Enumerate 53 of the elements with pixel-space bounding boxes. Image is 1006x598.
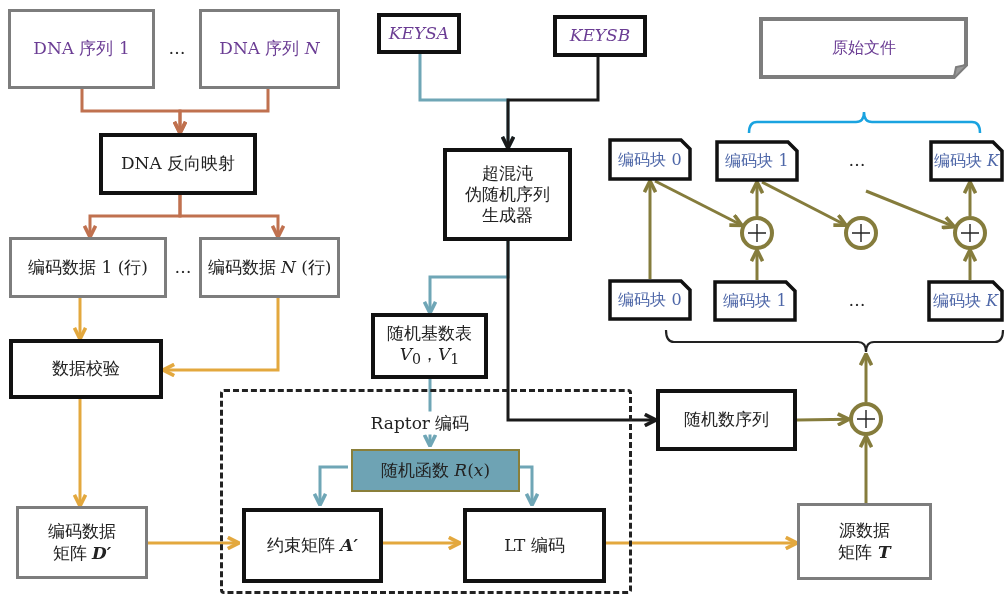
- plus-circle: [740, 216, 774, 250]
- process-box: 编码数据 1 (行): [9, 237, 167, 298]
- process-box: 随机基数表 V$_{0}$，V$_{1}$: [371, 313, 488, 379]
- document-box: 原始文件: [759, 17, 968, 79]
- process-box: LT 编码: [463, 508, 606, 583]
- document-box: 编码块 1: [715, 140, 799, 182]
- arrow: [148, 535, 241, 551]
- function-box: 随机函数 R(x): [351, 449, 520, 492]
- arrow: [172, 89, 270, 135]
- plus-circle: [849, 402, 883, 436]
- arrow: [642, 179, 658, 279]
- process-box: 编码数据矩阵 D′: [16, 506, 148, 579]
- arrow: [500, 57, 600, 150]
- arrow: [858, 434, 874, 503]
- process-box: 随机数序列: [656, 389, 797, 451]
- process-box: 数据校验: [9, 339, 163, 399]
- process-box: 编码数据 N (行): [199, 237, 340, 298]
- arrow: [749, 248, 765, 280]
- process-box: 超混沌伪随机序列生成器: [443, 148, 572, 241]
- ellipsis: …: [848, 150, 866, 170]
- arrow: [962, 248, 978, 280]
- arrow: [865, 189, 957, 230]
- arrow: [603, 535, 799, 551]
- document-box: 编码块 0: [608, 279, 692, 321]
- plus-circle: [844, 216, 878, 250]
- process-box: 约束矩阵 A′: [242, 508, 383, 583]
- ellipsis: …: [848, 290, 866, 310]
- ellipsis: …: [174, 257, 192, 277]
- arrow: [506, 241, 658, 428]
- arrow: [72, 298, 88, 341]
- arrow: [312, 465, 348, 507]
- process-box: DNA 反向映射: [99, 133, 257, 195]
- arrow: [962, 180, 978, 216]
- process-box: 源数据矩阵 T: [797, 503, 932, 580]
- ellipsis: …: [168, 38, 186, 58]
- arrow: [380, 535, 462, 551]
- process-box: DNA 序列 1: [8, 9, 155, 89]
- arrow: [72, 399, 88, 508]
- process-box: DNA 序列 N: [199, 9, 340, 89]
- plus-circle: [953, 216, 987, 250]
- document-box: 编码块 0: [608, 138, 692, 181]
- arrow: [749, 180, 765, 216]
- process-box: KEYSA: [377, 13, 461, 54]
- arrow: [654, 179, 744, 228]
- arrow: [796, 412, 851, 427]
- process-box: KEYSB: [553, 15, 647, 57]
- arrow: [858, 352, 874, 402]
- arrow: [178, 195, 286, 239]
- document-box: 编码块 K: [927, 280, 1004, 322]
- arrow: [161, 298, 280, 378]
- arrow: [761, 180, 848, 228]
- document-box: 编码块 1: [713, 280, 797, 322]
- document-box: 编码块 K: [929, 140, 1004, 182]
